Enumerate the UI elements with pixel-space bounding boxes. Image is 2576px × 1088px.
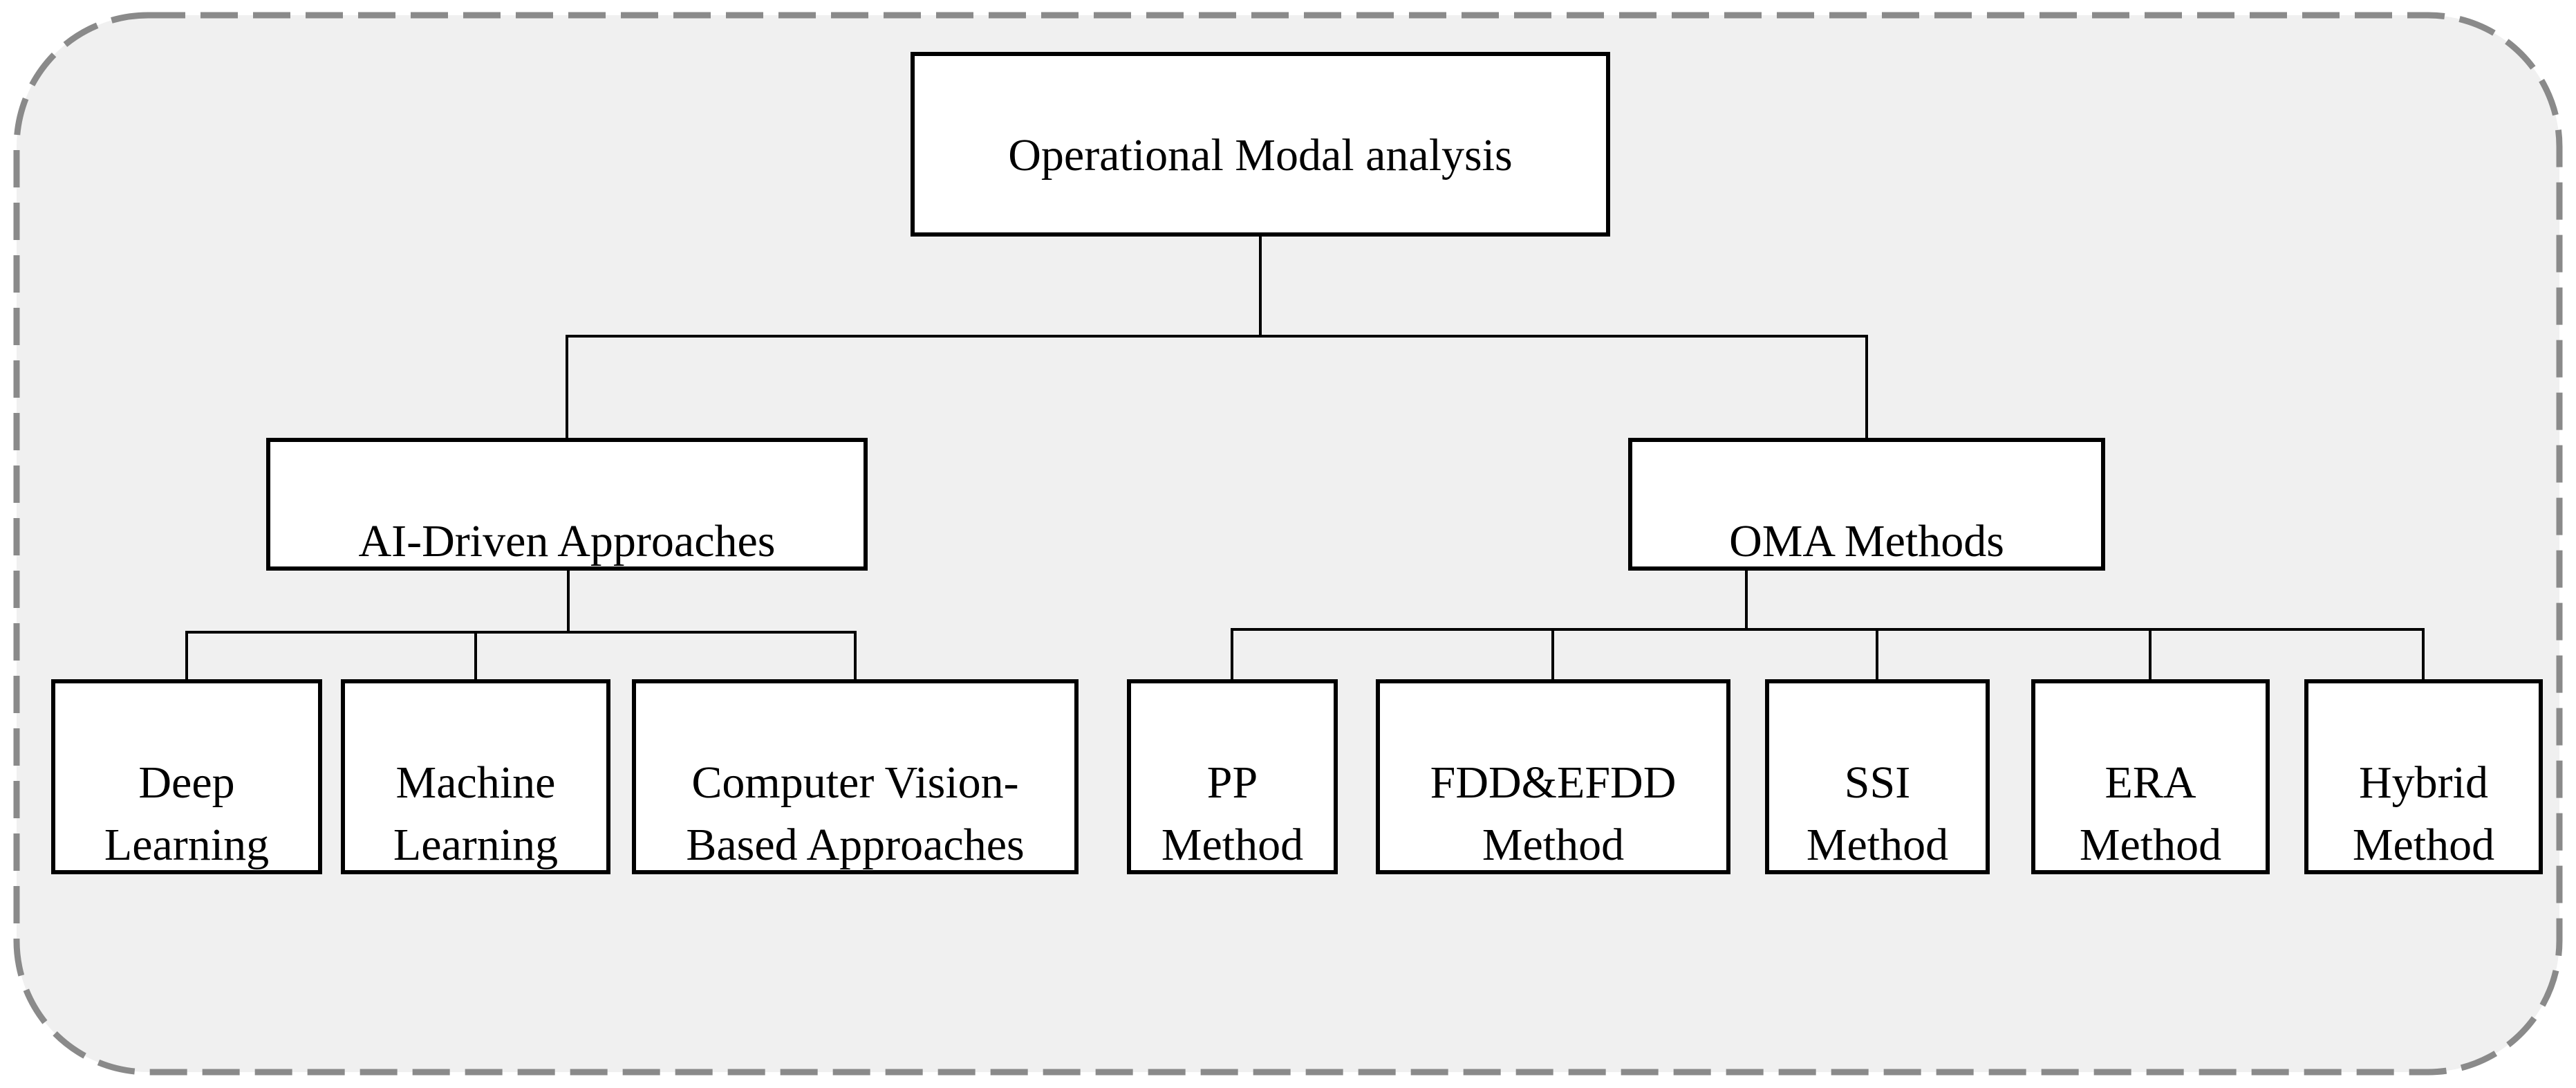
node-ai-driven-approaches: AI-Driven Approaches	[266, 438, 868, 571]
node-ssi-method-label: SSI Method	[1806, 757, 1949, 870]
node-hybrid-method: Hybrid Method	[2304, 679, 2543, 874]
node-pp-method-label: PP Method	[1161, 757, 1304, 870]
node-computer-vision-based-approaches-label: Computer Vision- Based Approaches	[686, 757, 1025, 870]
node-computer-vision-based-approaches: Computer Vision- Based Approaches	[632, 679, 1079, 874]
node-machine-learning: Machine Learning	[341, 679, 610, 874]
node-operational-modal-analysis: Operational Modal analysis	[911, 52, 1610, 237]
node-era-method-label: ERA Method	[2079, 757, 2222, 870]
connector-lines	[185, 235, 2425, 681]
node-fdd-efdd-method: FDD&EFDD Method	[1376, 679, 1730, 874]
node-fdd-efdd-method-label: FDD&EFDD Method	[1430, 757, 1677, 870]
node-oma-methods: OMA Methods	[1628, 438, 2105, 571]
node-hybrid-method-label: Hybrid Method	[2352, 757, 2495, 870]
node-deep-learning: Deep Learning	[51, 679, 322, 874]
node-era-method: ERA Method	[2031, 679, 2270, 874]
node-oma-methods-label: OMA Methods	[1729, 516, 2004, 566]
node-ssi-method: SSI Method	[1765, 679, 1990, 874]
node-machine-learning-label: Machine Learning	[393, 757, 559, 870]
node-deep-learning-label: Deep Learning	[104, 757, 270, 870]
node-pp-method: PP Method	[1127, 679, 1338, 874]
node-operational-modal-analysis-label: Operational Modal analysis	[1008, 130, 1513, 181]
node-ai-driven-approaches-label: AI-Driven Approaches	[358, 516, 776, 566]
